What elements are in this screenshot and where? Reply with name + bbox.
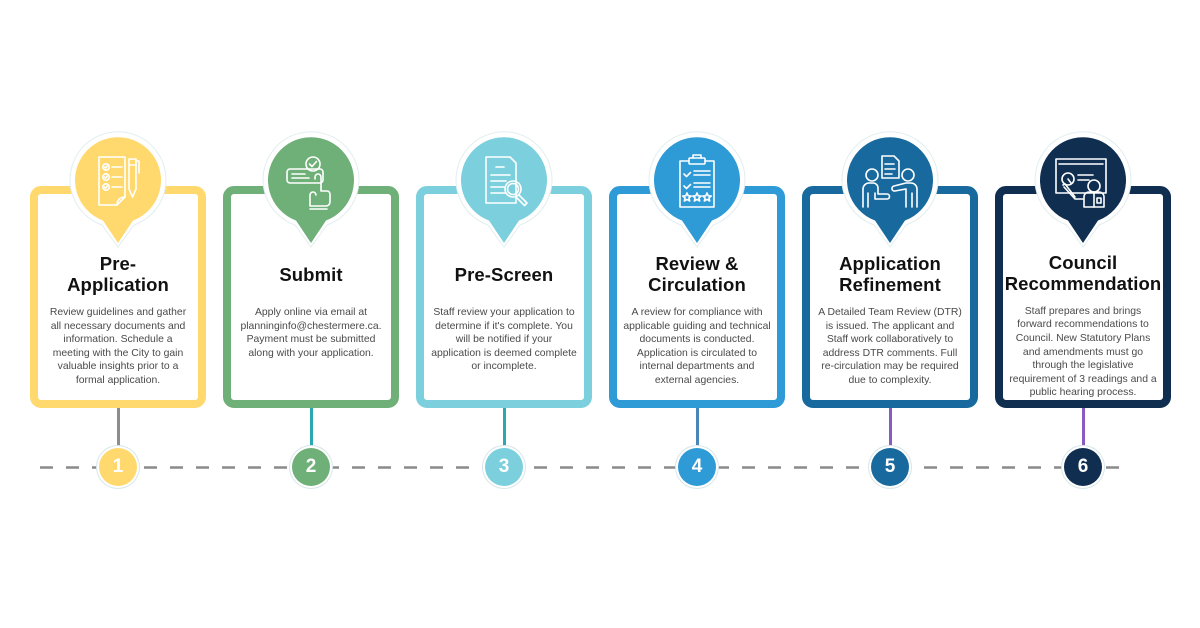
step-title: Pre-Application bbox=[67, 253, 169, 295]
step-pin-marker bbox=[69, 131, 167, 248]
step-number-badge: 3 bbox=[485, 448, 523, 486]
presentation-board-icon bbox=[1055, 158, 1107, 208]
pin-shape bbox=[262, 131, 360, 248]
checklist-pen-icon bbox=[98, 156, 140, 206]
clipboard-rating-icon bbox=[679, 154, 715, 208]
step-card: Pre-Application Review guidelines and ga… bbox=[30, 186, 206, 408]
step-pin-marker bbox=[1034, 131, 1132, 248]
pin-body bbox=[75, 137, 161, 244]
pin-body bbox=[461, 137, 547, 244]
step-pin-marker bbox=[841, 131, 939, 248]
pin-shape bbox=[648, 131, 746, 248]
step-pin-marker bbox=[262, 131, 360, 248]
step-description: Review guidelines and gather all necessa… bbox=[49, 307, 187, 386]
step-card: Submit Apply online via email at plannin… bbox=[223, 186, 399, 408]
step-number-badge: 2 bbox=[292, 448, 330, 486]
step-pin-marker bbox=[648, 131, 746, 248]
people-document-icon bbox=[862, 155, 918, 208]
step-number-badge: 4 bbox=[678, 448, 716, 486]
step-title: Review &Circulation bbox=[648, 253, 746, 295]
step-title: Pre-Screen bbox=[454, 263, 554, 285]
step-description: Staff prepares and brings forward recomm… bbox=[1009, 305, 1157, 399]
step-connector-line bbox=[309, 408, 313, 448]
pin-shape bbox=[69, 131, 167, 248]
timeline-dashed-line bbox=[40, 466, 1120, 469]
pin-shape bbox=[1034, 131, 1132, 248]
hand-click-check-icon bbox=[286, 156, 331, 210]
step-pin-marker bbox=[455, 131, 553, 248]
step-description: A review for compliance with applicable … bbox=[623, 307, 771, 386]
step-number-badge: 5 bbox=[871, 448, 909, 486]
pin-shape bbox=[841, 131, 939, 248]
step-title: Submit bbox=[279, 263, 343, 285]
step-connector-line bbox=[502, 408, 506, 448]
step-number-badge: 1 bbox=[99, 448, 137, 486]
pin-body bbox=[1040, 137, 1126, 244]
step-number-badge: 6 bbox=[1064, 448, 1102, 486]
step-connector-line bbox=[116, 408, 120, 448]
step-connector-line bbox=[888, 408, 892, 448]
step-connector-line bbox=[695, 408, 699, 448]
step-description: Staff review your application to determi… bbox=[431, 307, 577, 373]
pin-body bbox=[847, 137, 933, 244]
pin-body bbox=[654, 137, 740, 244]
step-description: A Detailed Team Review (DTR) is issued. … bbox=[818, 307, 962, 386]
pin-body bbox=[268, 137, 354, 244]
pin-shape bbox=[455, 131, 553, 248]
step-connector-line bbox=[1081, 408, 1085, 448]
document-magnifier-icon bbox=[485, 156, 528, 207]
step-description: Apply online via email at planninginfo@c… bbox=[240, 307, 382, 359]
